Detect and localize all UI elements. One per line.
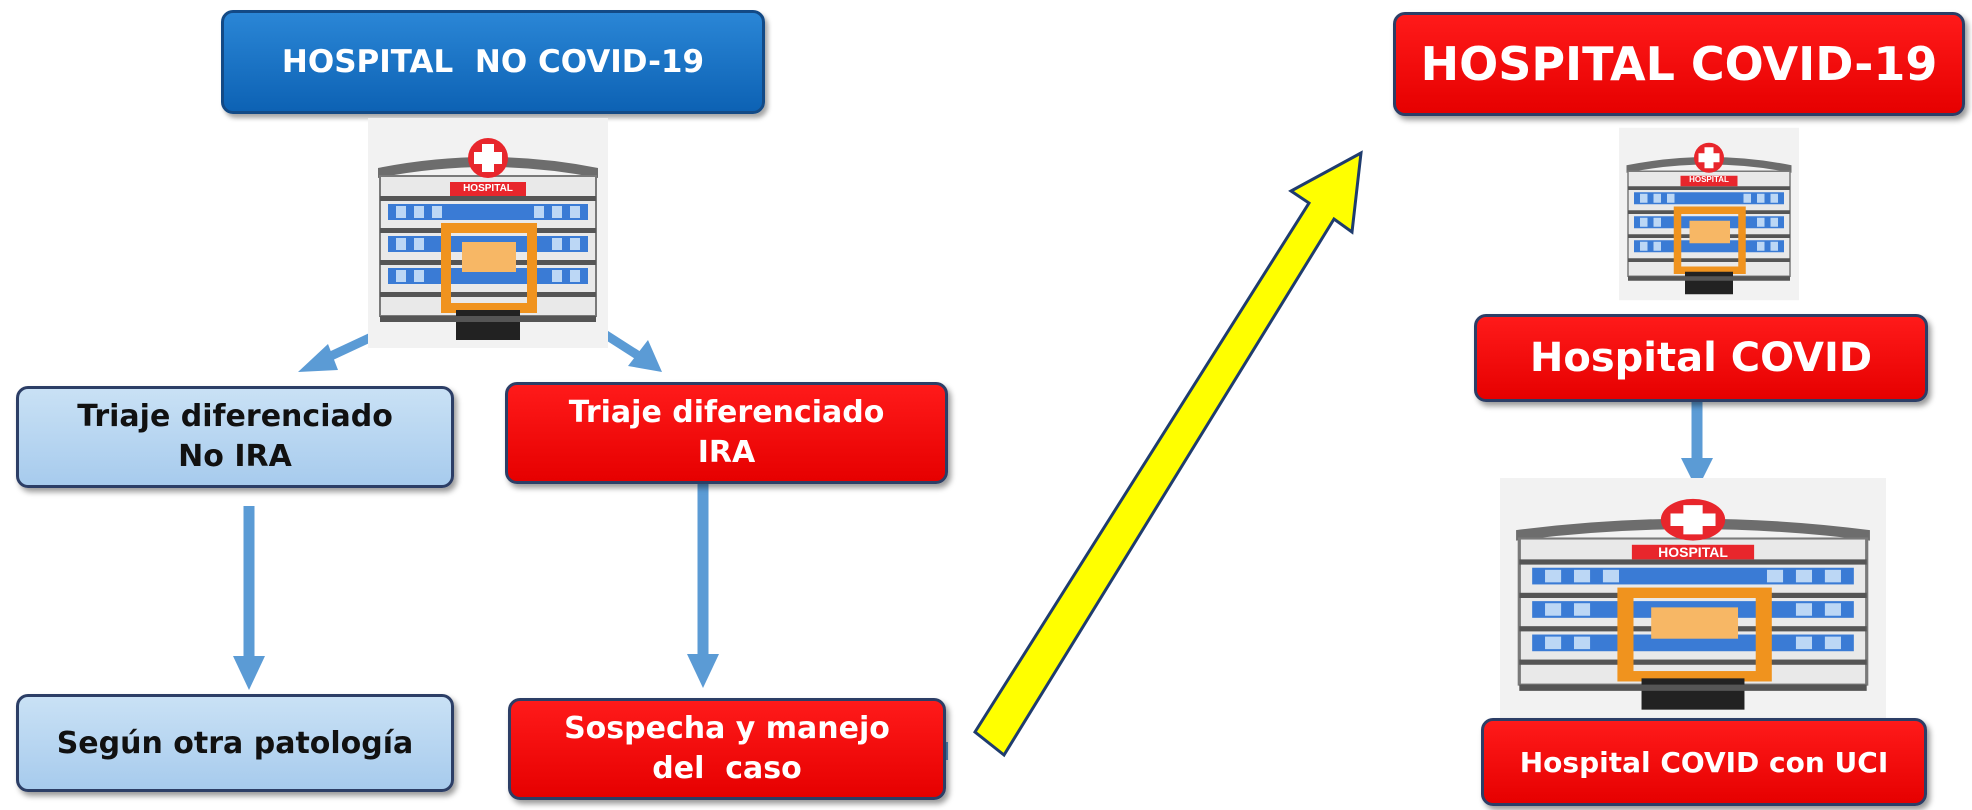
- triage-no-ira-box: Triaje diferenciado No IRA: [16, 386, 454, 488]
- hospital-sign-text-large: HOSPITAL: [1658, 544, 1728, 560]
- hospital-covid-uci-text: Hospital COVID con UCI: [1519, 745, 1889, 779]
- triage-no-ira-line1: Triaje diferenciado: [77, 398, 393, 434]
- hospital-covid-box: Hospital COVID: [1474, 314, 1928, 402]
- arrowhead-to-suspicion: [687, 654, 719, 688]
- triage-no-ira-line2: No IRA: [178, 439, 292, 474]
- hospital-sign-text-small: HOSPITAL: [1689, 175, 1729, 184]
- arrowhead-to-hospital-uci: [1681, 458, 1713, 490]
- hospital-covid-uci-box: Hospital COVID con UCI: [1481, 718, 1927, 806]
- other-pathology-text: Según otra patología: [56, 725, 414, 761]
- triage-ira-line1: Triaje diferenciado: [568, 394, 885, 430]
- suspicion-box: Sospecha y manejo del caso: [508, 698, 946, 800]
- other-pathology-box: Según otra patología: [16, 694, 454, 792]
- hospital-sign-text: HOSPITAL: [463, 183, 513, 194]
- suspicion-line1: Sospecha y manejo: [564, 710, 890, 746]
- arrowhead-to-other-pathology: [233, 656, 265, 690]
- triage-ira-line2: IRA: [697, 435, 756, 470]
- arrowhead-to-triage-no-ira: [298, 344, 338, 372]
- right-title: HOSPITAL COVID-19: [1420, 37, 1938, 91]
- triage-ira-box: Triaje diferenciado IRA: [505, 382, 948, 484]
- left-title: HOSPITAL NO COVID-19: [281, 44, 705, 80]
- left-title-box: HOSPITAL NO COVID-19: [221, 10, 765, 114]
- hospital-building-right-large: HOSPITAL: [1500, 478, 1886, 718]
- hospital-covid-text: Hospital COVID: [1529, 335, 1873, 381]
- hospital-building-right-small: HOSPITAL: [1619, 124, 1799, 304]
- transfer-arrow-yellow: [973, 150, 1363, 758]
- hospital-building-left: HOSPITAL: [368, 118, 608, 348]
- right-title-box: HOSPITAL COVID-19: [1393, 12, 1965, 116]
- arrowhead-to-triage-ira: [628, 340, 662, 372]
- suspicion-line2: del caso: [652, 751, 802, 786]
